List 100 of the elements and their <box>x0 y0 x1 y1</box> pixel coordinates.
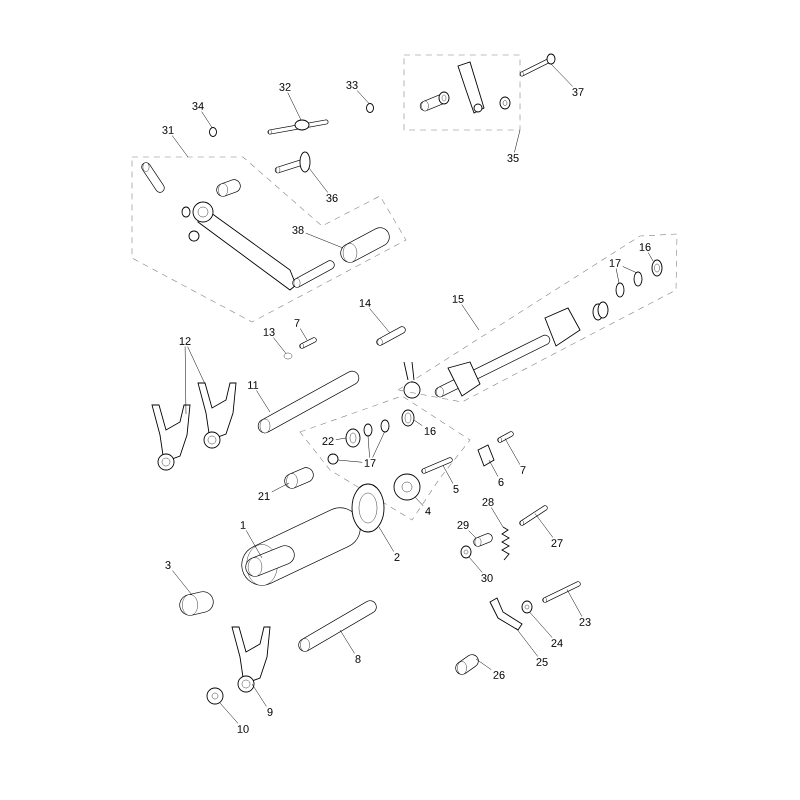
bolt-drawing <box>497 431 514 443</box>
callout-number: 17 <box>610 259 621 267</box>
bolt-drawing <box>542 581 581 603</box>
callout-number: 28 <box>482 498 494 506</box>
leader-line <box>414 420 422 426</box>
callout-number: 16 <box>424 427 436 435</box>
star-wheel-drawing <box>394 474 420 500</box>
leader-line <box>338 460 362 463</box>
circlip-drawing <box>328 454 338 464</box>
leader-line <box>566 589 582 617</box>
callout-number: 25 <box>536 658 548 666</box>
circlip-drawing <box>634 272 642 286</box>
pin-drawing <box>473 533 493 547</box>
callout-number: 2 <box>394 553 400 561</box>
nut-drawing <box>209 127 217 137</box>
callout-number: 22 <box>322 437 334 445</box>
pin-drawing <box>376 326 406 346</box>
group-outline <box>404 54 520 130</box>
rod-drawing <box>298 600 377 652</box>
callout-number: 14 <box>360 299 371 307</box>
callout-number: 10 <box>238 725 249 733</box>
bolt-drawing <box>520 54 556 76</box>
leader-line <box>534 513 554 538</box>
callout-number: 13 <box>264 328 275 336</box>
leader-line <box>220 702 238 724</box>
bolt-drawing <box>421 457 453 474</box>
leader-line <box>172 570 192 596</box>
washer-drawing <box>460 546 472 558</box>
spring-drawing <box>501 526 510 560</box>
callout-number: 15 <box>452 295 464 303</box>
callout-number: 23 <box>579 618 591 626</box>
leader-line <box>442 465 454 484</box>
callout-number: 8 <box>355 655 361 663</box>
leader-line <box>369 308 390 334</box>
callout-number: 12 <box>180 337 191 345</box>
rod-drawing <box>258 370 360 434</box>
callout-number: 32 <box>279 83 291 91</box>
leader-line <box>306 232 344 248</box>
clip-drawing <box>284 352 292 360</box>
leader-line <box>308 168 328 193</box>
leader-line <box>356 90 370 104</box>
leader-line <box>488 460 498 477</box>
leader-line <box>273 337 286 354</box>
plug-drawing <box>206 688 224 704</box>
callout-number: 38 <box>292 226 304 234</box>
bolt-drawing <box>299 337 317 349</box>
washer-drawing <box>346 428 360 448</box>
callout-number: 21 <box>258 492 270 500</box>
callout-number: 30 <box>481 574 493 582</box>
leader-line <box>378 526 394 552</box>
leader-line <box>648 252 654 262</box>
callout-number: 33 <box>346 81 358 89</box>
leader-line <box>336 438 346 440</box>
callout-number: 16 <box>640 243 651 251</box>
callout-number: 9 <box>267 708 273 716</box>
callout-number: 36 <box>326 194 338 202</box>
callout-number: 31 <box>162 126 174 134</box>
bush-drawing <box>455 654 479 675</box>
pivot-bolt-drawing <box>274 152 310 174</box>
leader-line <box>272 482 290 492</box>
washer-drawing <box>652 260 662 276</box>
callout-number: 3 <box>165 561 171 569</box>
leader-line <box>184 346 186 414</box>
callout-number: 1 <box>240 521 246 529</box>
leader-line <box>468 530 476 538</box>
leader-line <box>462 304 480 330</box>
leader-line <box>491 507 504 528</box>
leader-line <box>368 436 370 458</box>
callout-number: 6 <box>498 478 504 486</box>
callout-number: 27 <box>551 539 563 547</box>
callout-number: 7 <box>520 466 526 474</box>
circlip-drawing <box>616 282 624 298</box>
leader-line <box>187 346 206 384</box>
callout-number: 7 <box>294 319 300 327</box>
leader-line <box>201 111 212 128</box>
leader-line <box>476 658 492 670</box>
oil-seal-drawing <box>352 484 384 532</box>
leader-line <box>516 628 538 657</box>
leader-line <box>246 530 262 558</box>
callout-number: 29 <box>457 521 469 529</box>
leader-line <box>300 328 308 340</box>
circlip-drawing <box>364 424 372 436</box>
callout-number: 37 <box>572 88 584 96</box>
leader-line <box>616 268 620 284</box>
stud-drawing <box>268 120 328 134</box>
leader-line <box>514 130 520 153</box>
footrest-rubber-drawing <box>340 227 390 263</box>
callout-number: 24 <box>551 639 563 647</box>
leader-line <box>287 92 302 120</box>
callout-number: 34 <box>192 102 204 110</box>
leader-line <box>550 64 573 87</box>
leader-line <box>622 266 636 273</box>
leader-line <box>414 496 424 506</box>
callout-number: 26 <box>493 671 505 679</box>
bolt-drawing <box>519 505 548 526</box>
callout-number: 17 <box>364 459 376 467</box>
washer-drawing <box>522 600 532 614</box>
circlip-drawing <box>380 420 390 432</box>
leader-line <box>172 135 188 158</box>
washer-drawing <box>402 410 414 426</box>
